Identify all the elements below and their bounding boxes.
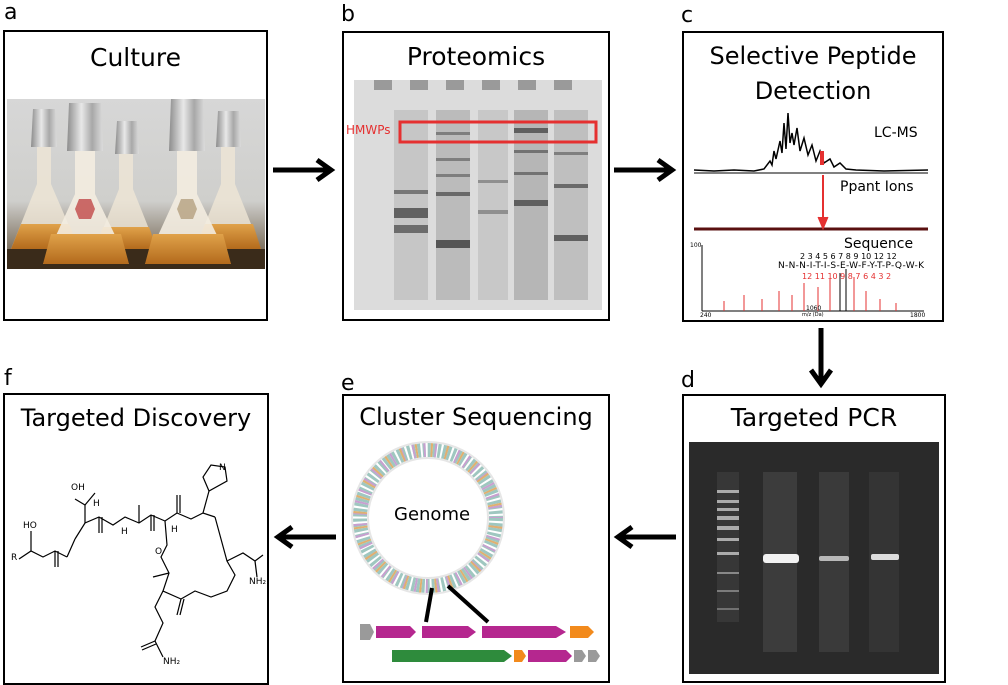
panel-title-peptide-detection: Selective Peptide Detection (709, 42, 917, 105)
gene-arrow-orange-1 (570, 626, 594, 638)
ion-numbers-top: 2 3 4 5 6 7 8 9 10 12 12 (800, 252, 897, 261)
sds-page-gel-image (354, 80, 602, 310)
spectrum-axis-left: 240 (700, 312, 712, 319)
panel-targeted-discovery: Targeted Discovery OH (3, 393, 269, 685)
msms-spectrum (701, 245, 924, 312)
gene-arrow-magenta-4 (528, 650, 572, 662)
gene-arrow-gray-2 (574, 650, 586, 662)
gene-arrow-orange-2 (514, 650, 526, 662)
structure-nh2-bottom: NH₂ (163, 657, 181, 667)
pcr-gel-image (689, 442, 939, 674)
panel-proteomics: Proteomics (342, 31, 610, 321)
structure-nh-2: H (121, 527, 128, 537)
gene-arrow-gray-1 (360, 624, 374, 640)
arrow-pcr-to-sequencing (613, 524, 676, 550)
panel-letter-b: b (341, 2, 355, 27)
panel-letter-f: f (4, 366, 12, 391)
genome-cluster-graphic (351, 441, 600, 662)
gene-arrow-gray-3 (588, 650, 600, 662)
ion-numbers-bottom: 12 11 10 9 8 7 6 4 3 2 (802, 272, 892, 281)
culture-flasks-photo (7, 99, 265, 269)
genome-label: Genome (394, 504, 471, 525)
spectrum-axis-right: 1800 (910, 312, 926, 319)
arrow-sequencing-to-discovery (273, 524, 336, 550)
panel-culture: Culture (3, 30, 268, 321)
panel-letter-d: d (681, 368, 695, 393)
hmwps-label: HMWPs (346, 123, 391, 137)
panel-title-targeted-discovery: Targeted Discovery (20, 404, 252, 432)
gene-arrow-magenta-3 (482, 626, 566, 638)
lcms-label: LC-MS (874, 125, 918, 141)
structure-nh-1: H (93, 499, 100, 509)
gene-arrow-magenta-2 (422, 626, 476, 638)
structure-nh-3: H (171, 525, 178, 535)
arrow-detection-to-pcr (808, 328, 834, 389)
arrow-proteomics-to-detection (614, 157, 677, 183)
panel-letter-e: e (341, 371, 355, 396)
spectrum-axis-xlabel: m/z (Da) (802, 312, 824, 318)
structure-n-ring: N (219, 463, 226, 473)
panel-title-culture: Culture (89, 43, 181, 72)
structure-o-ester: O (155, 547, 163, 557)
spectrum-axis-100: 100 (690, 242, 702, 249)
panel-targeted-pcr: Targeted PCR (682, 394, 946, 683)
lipopeptide-structure (18, 464, 264, 658)
panel-letter-a: a (4, 0, 18, 25)
sequence-label: Sequence (844, 236, 914, 252)
panel-title-cluster-sequencing: Cluster Sequencing (359, 403, 593, 431)
panel-cluster-sequencing: Cluster Sequencing Genome (342, 394, 610, 683)
ppant-ions-label: Ppant Ions (840, 179, 914, 195)
panel-letter-c: c (681, 3, 694, 28)
panel-title-targeted-pcr: Targeted PCR (730, 403, 898, 432)
structure-oh-top: OH (71, 483, 85, 493)
gene-arrow-green (392, 650, 512, 662)
gene-arrow-magenta-1 (376, 626, 416, 638)
structure-nh2-right: NH₂ (249, 577, 267, 587)
structure-ho-left: HO (23, 521, 37, 531)
lcms-trace (693, 112, 929, 172)
peptide-sequence: N-N-N-I-T-I-S-E-W-F-Y-T-P-Q-W-K (778, 261, 925, 271)
panel-title-proteomics: Proteomics (406, 42, 546, 71)
ms-data-graphic (693, 112, 929, 312)
structure-r-group: R (11, 553, 18, 563)
spectrum-axis-mid: 1060 (806, 305, 822, 312)
arrow-culture-to-proteomics (273, 157, 336, 183)
panel-peptide-detection: Selective Peptide Detection LC-MS Ppant … (682, 31, 944, 322)
